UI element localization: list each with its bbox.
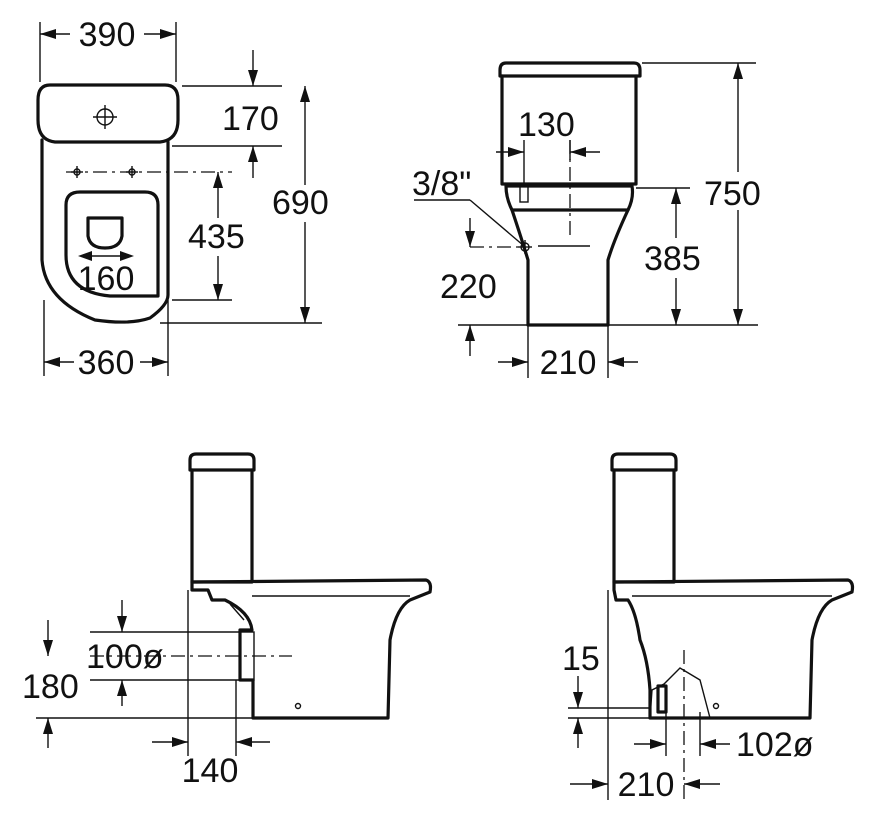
top-inner-bowl (86, 216, 124, 250)
side2-cistern-body (612, 468, 676, 584)
flush-button-icon (93, 105, 117, 129)
front-cistern-lid (498, 61, 642, 78)
front-bowl-rim (504, 184, 635, 212)
dim-width-top: 390 (79, 16, 136, 54)
dim-seat-height: 385 (644, 240, 701, 278)
side1-cistern-lid (188, 452, 256, 472)
dim-outlet-distance-horizontal: 140 (182, 752, 239, 790)
top-view: 390 170 435 690 160 360 (36, 16, 329, 382)
dim-total-length: 690 (272, 184, 329, 222)
dim-cistern-depth: 170 (222, 100, 279, 138)
dim-outlet-distance-vertical: 210 (618, 766, 675, 804)
dim-outlet-diameter-vertical: 102ø (736, 726, 814, 764)
side1-bowl (190, 578, 433, 720)
side1-cistern-body (190, 468, 254, 584)
dim-inlet-thread: 3/8" (412, 165, 471, 203)
side-view-vertical-outlet: 15 102ø 210 (562, 452, 855, 804)
top-bowl-outline (40, 138, 170, 324)
front-cistern-body (500, 74, 638, 186)
dim-fixing-distance: 435 (188, 218, 245, 256)
dim-outlet-height-horizontal: 180 (22, 668, 79, 706)
top-cistern-outline (36, 83, 180, 144)
side2-cistern-lid (610, 452, 678, 472)
dim-base-width: 210 (540, 344, 597, 382)
dim-fixing-spacing: 160 (78, 260, 135, 298)
dim-inlet-offset: 130 (518, 106, 575, 144)
top-seat-opening (64, 190, 160, 298)
side-view-horizontal-outlet: 100ø 180 140 (22, 452, 433, 790)
dim-width-bottom: 360 (78, 344, 135, 382)
dim-inlet-height: 220 (440, 268, 497, 306)
dim-outlet-offset-height: 15 (562, 640, 600, 678)
dim-outlet-diameter-horizontal: 100ø (86, 638, 164, 676)
dim-total-height: 750 (704, 175, 761, 213)
front-view: 130 3/8" 220 385 750 210 (412, 61, 761, 382)
side2-bowl (612, 578, 855, 720)
